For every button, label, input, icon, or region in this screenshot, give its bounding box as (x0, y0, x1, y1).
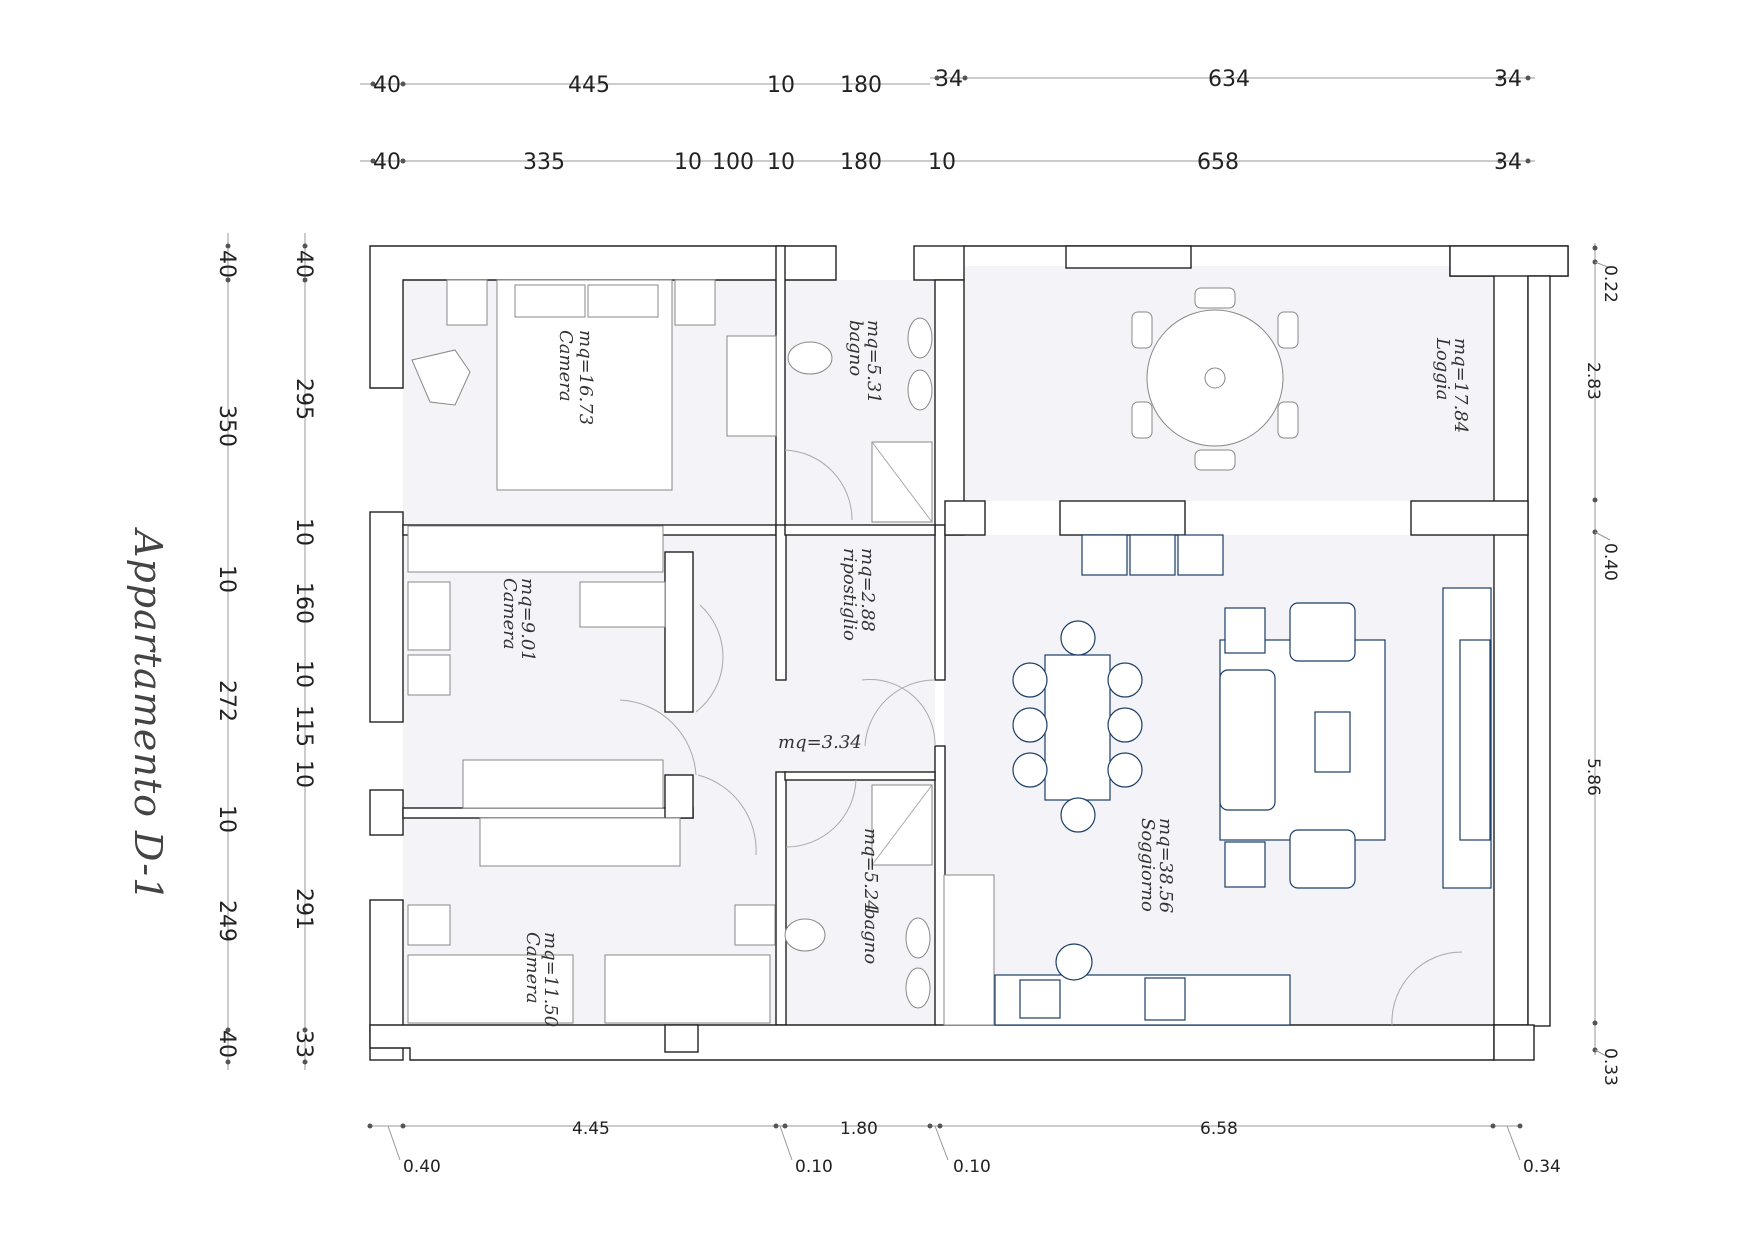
top-dim-2: 445 (568, 73, 610, 98)
bottom-dimension: 4.45 1.80 6.58 0.40 0.10 0.10 0.34 (367, 1119, 1561, 1177)
room-name-bagno-1: bagno (845, 320, 866, 376)
bathroom-fixtures-1 (787, 317, 933, 523)
bottom-small-dim-2: 0.10 (795, 1157, 833, 1177)
top2-dim-2: 335 (523, 150, 565, 175)
top-dim-5: 34 (935, 67, 963, 92)
left-inner-dim-3: 10 (291, 518, 316, 546)
sofa-set (1219, 602, 1386, 889)
room-name-ripostiglio: ripostiglio (839, 548, 860, 641)
round-table (1131, 287, 1299, 471)
top-dimension-row-2: 40 335 10 100 10 180 10 658 34 (360, 150, 1535, 175)
room-label-ripostiglio: mq=2.88 ripostiglio (839, 548, 878, 641)
walls (369, 245, 1569, 1061)
bottom-dim-3: 6.58 (1200, 1119, 1238, 1139)
top-dim-1: 40 (373, 73, 401, 98)
room-label-camera-1: mq=16.73 Camera (555, 330, 596, 425)
room-name-soggiorno: Soggiorno (1137, 818, 1158, 912)
single-beds-room-2 (407, 581, 666, 696)
room-area-camera-3: mq=11.50 (540, 932, 561, 1027)
room-area-camera-2: mq=9.01 (517, 578, 538, 662)
left-inner-dim-9: 33 (291, 1030, 316, 1058)
right-dim-5: 0.33 (1600, 1048, 1620, 1086)
top2-dim-6: 180 (840, 150, 882, 175)
right-dim-1: 0.22 (1600, 265, 1620, 303)
room-label-bagno-1: mq=5.31 bagno (845, 320, 884, 404)
room-name-bagno-2: bagno (860, 908, 881, 964)
room-area-disimpegno: mq=3.34 (778, 732, 862, 753)
left-inner-dim-2: 295 (291, 378, 316, 420)
left-inner-dim-8: 291 (291, 888, 316, 930)
room-area-loggia: mq=17.84 (1450, 338, 1471, 433)
bottom-dim-1: 4.45 (572, 1119, 610, 1139)
wardrobes (407, 525, 681, 867)
top2-dim-7: 10 (928, 150, 956, 175)
top-dimension-row-1: 40 445 10 180 34 634 34 (360, 67, 1535, 98)
bathroom-fixtures-2 (784, 784, 933, 1009)
right-dim-4: 5.86 (1583, 758, 1603, 796)
doors (619, 449, 1463, 1026)
double-bed (411, 279, 777, 491)
room-name-camera-1: Camera (555, 330, 576, 402)
left-outer-dim-4: 272 (214, 680, 239, 722)
room-label-loggia: mq=17.84 Loggia (1432, 337, 1471, 433)
single-beds-room-3 (407, 904, 776, 1024)
wall-unit (1442, 587, 1492, 889)
room-name-camera-3: Camera (522, 932, 543, 1004)
left-inner-dim-4: 160 (291, 582, 316, 624)
plan-title: Appartamento D-1 (126, 527, 170, 902)
left-dimension-inner: 40 295 10 160 10 115 10 291 33 (291, 233, 316, 1070)
kitchen (943, 874, 1291, 1026)
right-dimension: 0.22 2.83 0.40 5.86 0.33 (1583, 243, 1620, 1086)
left-inner-dim-7: 10 (291, 760, 316, 788)
top-dim-3: 10 (767, 73, 795, 98)
left-inner-dim-1: 40 (291, 250, 316, 278)
room-label-camera-2: mq=9.01 Camera (499, 578, 538, 662)
left-outer-dim-1: 40 (214, 250, 239, 278)
top2-dim-8: 658 (1197, 150, 1239, 175)
top2-dim-3: 10 (674, 150, 702, 175)
left-outer-dim-2: 350 (214, 405, 239, 447)
room-area-soggiorno: mq=38.56 (1155, 818, 1176, 913)
radiators (1081, 534, 1224, 576)
left-outer-dim-6: 249 (214, 900, 239, 942)
right-dim-3: 0.40 (1600, 543, 1620, 581)
room-label-soggiorno: mq=38.56 Soggiorno (1137, 818, 1176, 913)
dining-table (1012, 620, 1143, 833)
room-area-camera-1: mq=16.73 (575, 330, 596, 425)
left-outer-dim-7: 40 (214, 1030, 239, 1058)
left-inner-dim-6: 115 (291, 705, 316, 747)
room-label-bagno-2: mq=5.24 bagno (860, 828, 881, 964)
bottom-small-dim-4: 0.34 (1523, 1157, 1561, 1177)
top2-dim-1: 40 (373, 150, 401, 175)
room-label-camera-3: mq=11.50 Camera (522, 932, 561, 1027)
bottom-dim-2: 1.80 (840, 1119, 878, 1139)
left-outer-dim-3: 10 (214, 565, 239, 593)
left-outer-dim-5: 10 (214, 805, 239, 833)
right-dim-2: 2.83 (1583, 362, 1603, 400)
bottom-small-dim-1: 0.40 (403, 1157, 441, 1177)
top2-dim-4: 100 (712, 150, 754, 175)
room-area-bagno-1: mq=5.31 (863, 320, 884, 404)
room-area-bagno-2: mq=5.24 (860, 828, 881, 912)
room-area-ripostiglio: mq=2.88 (857, 548, 878, 632)
top-dim-6: 634 (1208, 67, 1250, 92)
room-name-camera-2: Camera (499, 578, 520, 650)
top2-dim-9: 34 (1494, 150, 1522, 175)
left-inner-dim-5: 10 (291, 660, 316, 688)
bottom-small-dim-3: 0.10 (953, 1157, 991, 1177)
top-dim-7: 34 (1494, 67, 1522, 92)
top-dim-4: 180 (840, 73, 882, 98)
top2-dim-5: 10 (767, 150, 795, 175)
room-name-loggia: Loggia (1432, 337, 1453, 400)
left-dimension-outer: 40 350 10 272 10 249 40 (214, 233, 239, 1070)
